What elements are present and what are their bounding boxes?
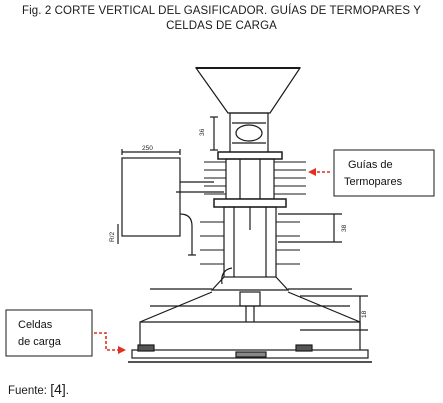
thermocouple-guides-upper — [204, 161, 306, 195]
gasifier-drawing — [117, 67, 372, 363]
dim-label-side: R/2 — [109, 232, 116, 243]
side-frame — [121, 157, 181, 237]
dim-label-mid: 38 — [341, 224, 348, 232]
outlet-pipe — [239, 291, 261, 307]
source-reference: [4] — [50, 381, 66, 397]
figure-caption: Fig. 2 CORTE VERTICAL DEL GASIFICADOR. G… — [0, 4, 443, 34]
caption-line-1: Fig. 2 CORTE VERTICAL DEL GASIFICADOR. G… — [21, 5, 421, 17]
top-flange — [217, 151, 283, 160]
load-cell-arrow — [94, 332, 118, 351]
reactor-body-upper — [225, 158, 275, 200]
thermocouple-callout-line1: Guías de — [348, 159, 393, 171]
load-cell-right — [295, 344, 313, 352]
dim-label-top: 36 — [199, 128, 206, 136]
thermocouple-guides-lower — [200, 221, 300, 265]
ash-cone — [210, 276, 290, 291]
figure-source: Fuente: [4]. — [8, 381, 69, 397]
load-cell-callout: Celdas de carga — [5, 309, 126, 357]
thermocouple-arrowhead — [308, 168, 316, 176]
middle-flange — [213, 198, 287, 208]
dim-label-left: 250 — [142, 145, 153, 152]
load-cell-callout-line1: Celdas — [18, 319, 53, 331]
load-cell-left — [137, 344, 155, 352]
load-cell-arrowhead — [118, 346, 126, 354]
hopper — [194, 67, 302, 114]
gasifier-diagram: 36 250 38 R/2 18 Guías de Termopares Cel… — [5, 67, 435, 363]
thermocouple-callout-line2: Termopares — [344, 176, 403, 188]
load-cell-callout-line2: de carga — [18, 336, 62, 348]
thermocouple-callout: Guías de Termopares — [308, 149, 435, 197]
source-suffix: . — [65, 385, 69, 397]
reactor-body-lower — [223, 206, 277, 278]
caption-line-2: CELDAS DE CARGA — [166, 20, 277, 32]
inspection-window — [235, 124, 263, 142]
dim-label-bottom: 18 — [361, 310, 368, 318]
source-prefix: Fuente: — [8, 385, 51, 397]
